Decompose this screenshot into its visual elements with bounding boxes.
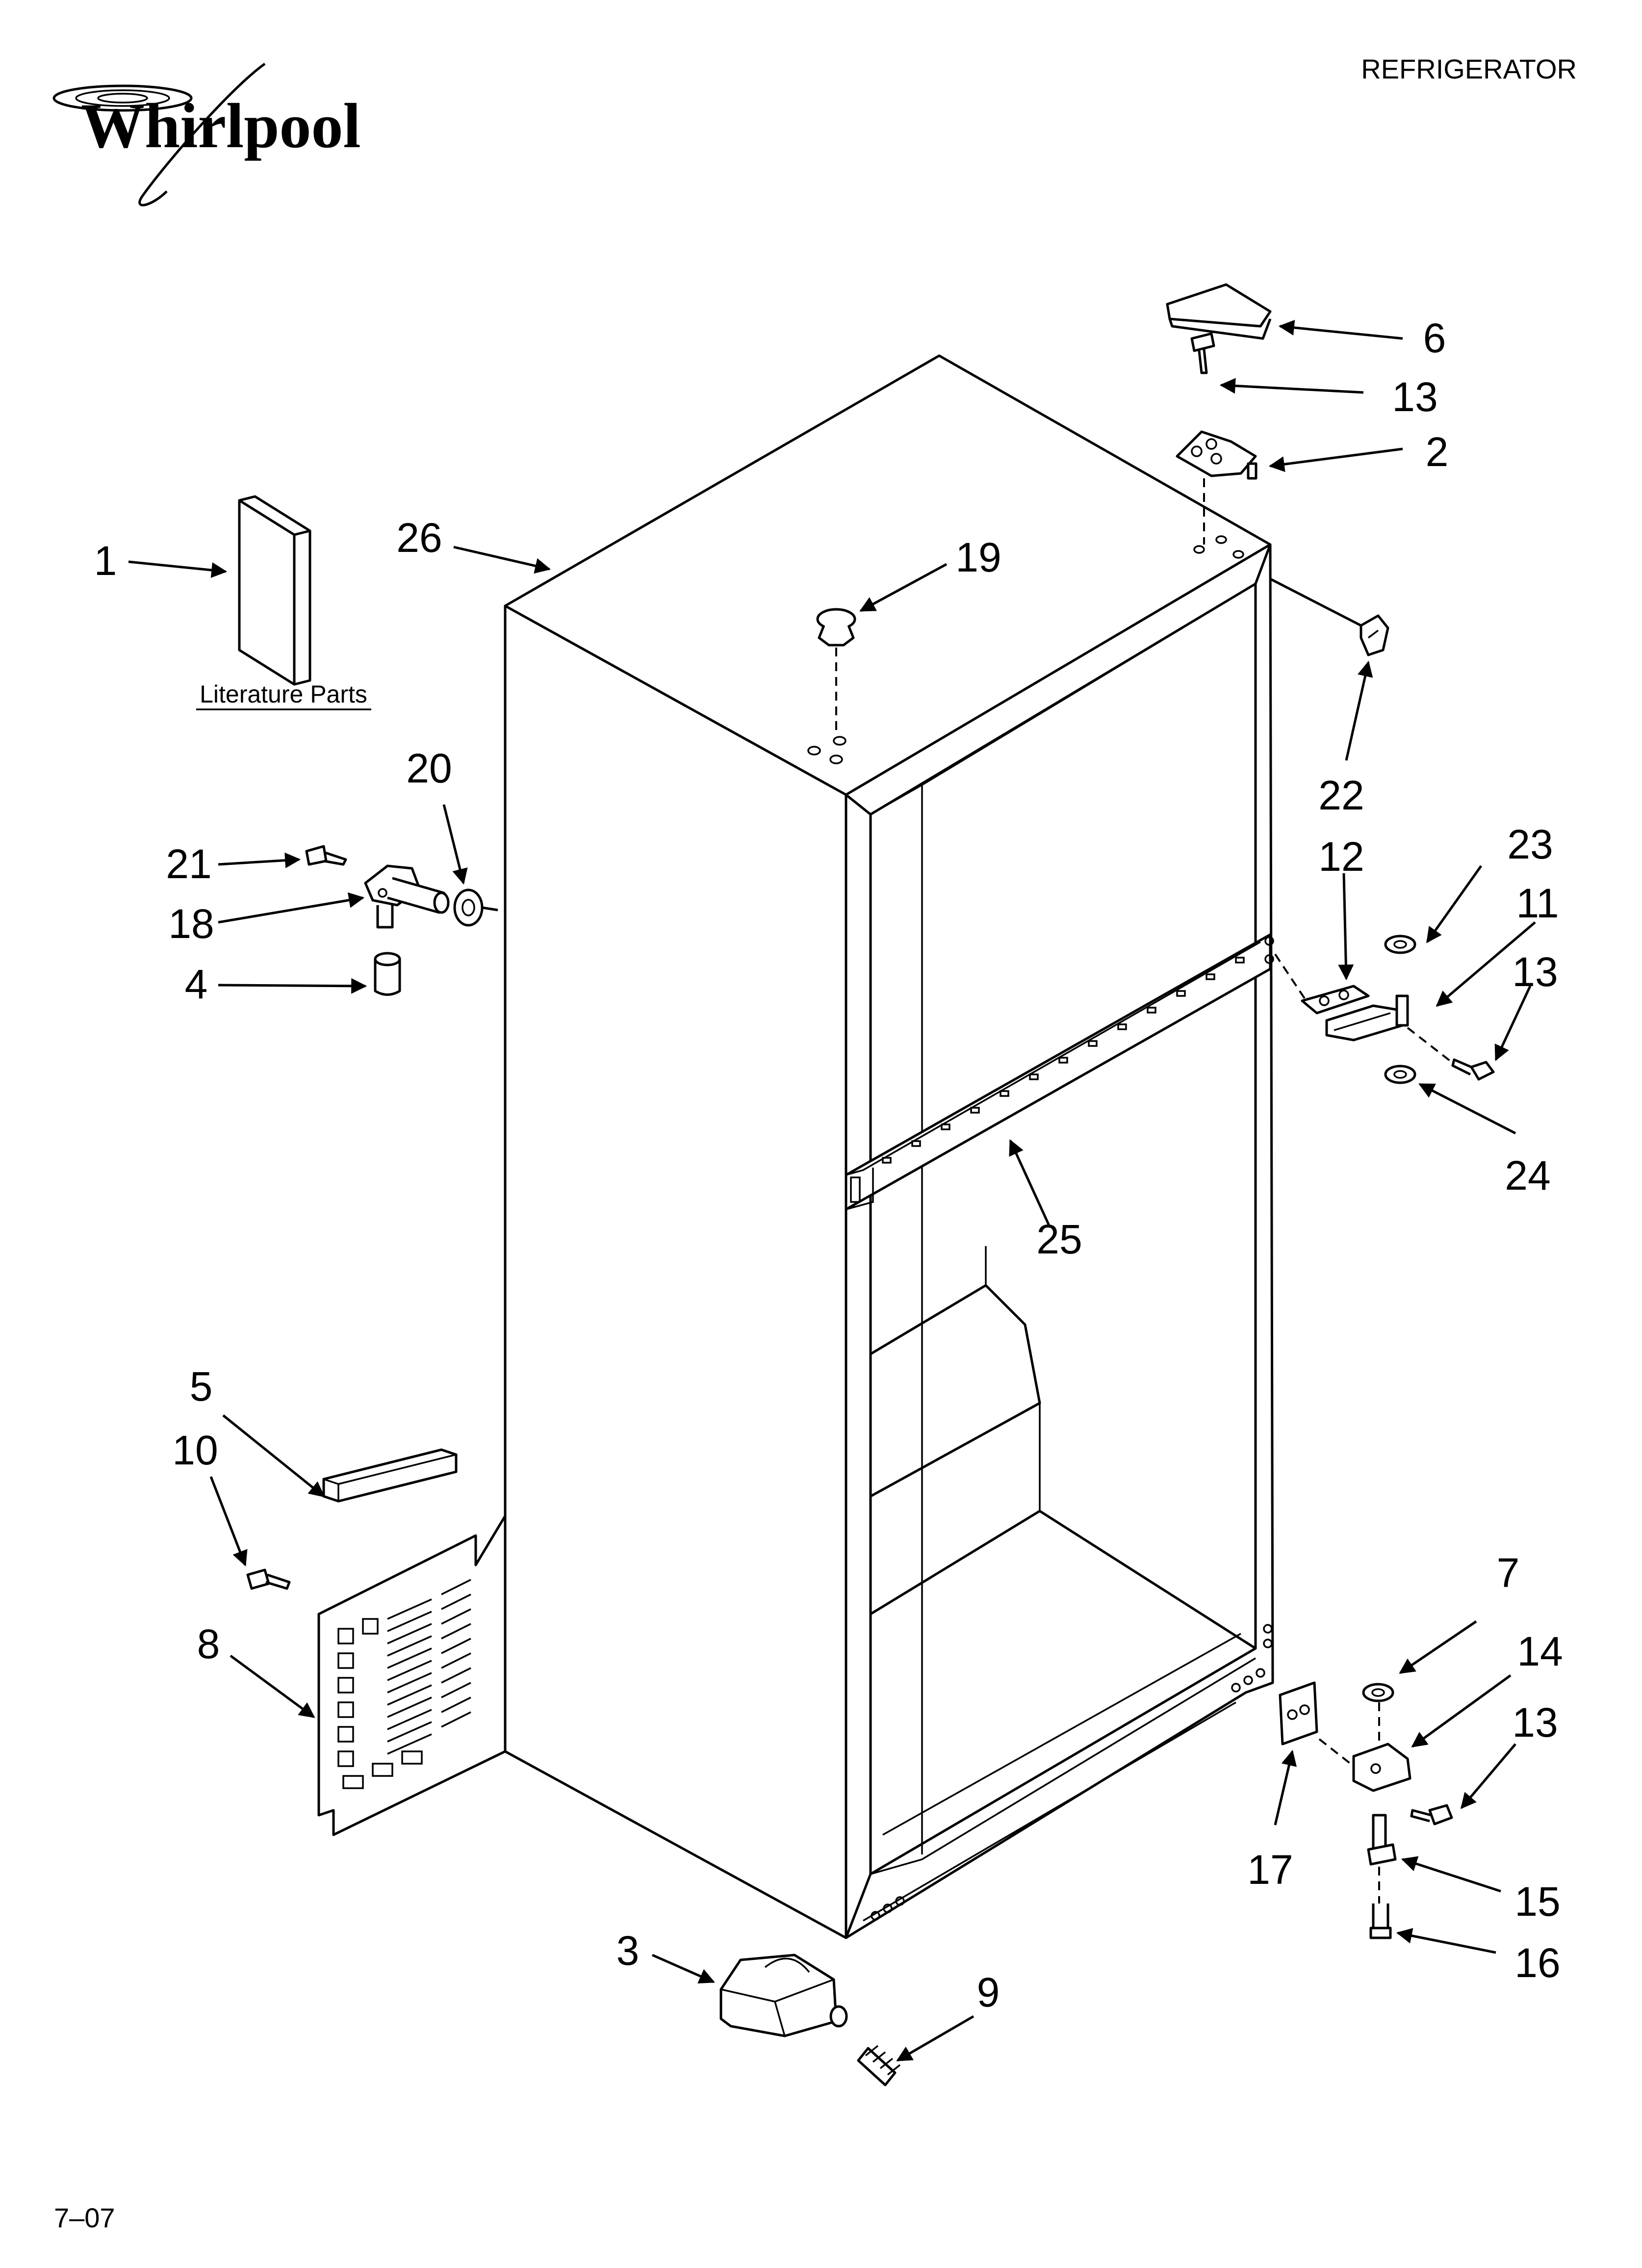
leader-lines (128, 319, 1536, 2062)
callout-13c: 13 (1512, 1699, 1558, 1746)
section-title: REFRIGERATOR (1361, 53, 1577, 84)
callout-16: 16 (1514, 1940, 1560, 1986)
callout-25: 25 (1036, 1216, 1082, 1262)
leveling-bracket (719, 1954, 848, 2037)
callout-5: 5 (190, 1363, 213, 1409)
callout-10: 10 (172, 1427, 218, 1473)
left-hinge-pin-bracket (364, 864, 450, 929)
middle-hinge (1325, 994, 1409, 1042)
footer-code: 7–07 (54, 2202, 115, 2233)
door-stop-line (1269, 577, 1362, 627)
callout-26: 26 (396, 515, 442, 561)
callout-6: 6 (1423, 315, 1446, 361)
callout-9: 9 (977, 1969, 1000, 2015)
left-hinge-washer (453, 888, 498, 927)
callout-labels: 1 2 3 4 5 6 7 8 9 10 11 12 13 13 13 14 1… (94, 315, 1563, 2015)
cabinet (504, 354, 1274, 1939)
mullion-rail (845, 933, 1274, 1211)
callout-24: 24 (1505, 1152, 1550, 1199)
callout-2: 2 (1426, 429, 1449, 475)
logo-wordmark: Whirlpool (81, 91, 361, 161)
callout-4: 4 (185, 961, 208, 1007)
literature-parts-book (238, 495, 311, 686)
middle-hinge-shim (1301, 985, 1370, 1015)
callout-22: 22 (1318, 772, 1364, 818)
callout-19: 19 (955, 534, 1001, 580)
hinge-cover (1166, 283, 1272, 340)
literature-parts-label: Literature Parts (200, 680, 367, 708)
middle-hinge-axis-b (1407, 1027, 1453, 1063)
callout-23: 23 (1507, 821, 1553, 867)
callout-13a: 13 (1392, 374, 1437, 420)
callout-20: 20 (406, 745, 452, 791)
callout-17: 17 (1247, 1847, 1293, 1893)
bottom-hinge-shim (1279, 1681, 1318, 1746)
callout-7: 7 (1497, 1550, 1520, 1596)
callout-21: 21 (166, 841, 211, 887)
bottom-hinge-axis-a (1318, 1738, 1355, 1767)
callout-8: 8 (197, 1621, 220, 1667)
middle-hinge-screw (1451, 1058, 1495, 1081)
top-plug (816, 608, 856, 647)
middle-hinge-washer-top (1384, 935, 1416, 954)
whirlpool-logo: Whirlpool (52, 62, 361, 207)
callout-18: 18 (168, 901, 214, 947)
grille-screw (246, 1568, 291, 1590)
middle-hinge-washer-bottom (1384, 1065, 1416, 1084)
bottom-hinge-washer (1362, 1683, 1394, 1702)
bottom-hinge-pin (1367, 1814, 1397, 1866)
door-stop (1360, 614, 1389, 656)
left-hinge-spacer (374, 952, 401, 996)
callout-15: 15 (1514, 1878, 1560, 1925)
callout-11: 11 (1516, 880, 1559, 926)
middle-hinge-axis-a (1274, 953, 1306, 999)
callout-13b: 13 (1512, 949, 1558, 995)
rear-access-panel (317, 1514, 507, 1836)
callout-12: 12 (1318, 834, 1364, 880)
top-hinge (1176, 430, 1257, 480)
bottom-hinge-bolt (1369, 1903, 1392, 1939)
bottom-hinge-screw (1410, 1804, 1453, 1825)
left-hinge-screw (305, 845, 347, 866)
trim-strip (322, 1448, 458, 1503)
callout-1: 1 (94, 538, 117, 584)
callout-14: 14 (1517, 1628, 1563, 1674)
top-hinge-screw (1190, 332, 1215, 374)
callout-3: 3 (616, 1928, 640, 1974)
bottom-hinge (1352, 1743, 1411, 1792)
leveling-screw (857, 2045, 901, 2086)
